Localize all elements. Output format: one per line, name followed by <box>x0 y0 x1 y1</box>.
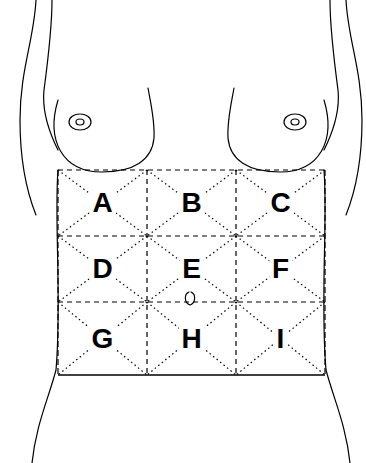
region-letter: D <box>89 254 115 284</box>
region-letter: H <box>178 324 204 354</box>
diagonal-line <box>147 302 236 375</box>
diagonal-line <box>58 170 147 236</box>
grid-line <box>58 301 325 302</box>
region-letter: E <box>179 254 204 284</box>
left-torso-outline <box>32 170 58 463</box>
region-letter: C <box>267 188 293 218</box>
diagonal-line <box>147 302 236 375</box>
diagonal-line <box>236 170 325 236</box>
region-letter: A <box>89 188 115 218</box>
diagonal-line <box>236 236 325 302</box>
grid-line <box>57 170 58 375</box>
left-shoulder-outline <box>44 0 58 150</box>
diagonal-line <box>58 302 147 375</box>
grid-line <box>235 170 236 375</box>
grid-line <box>58 235 325 236</box>
diagonal-line <box>58 170 147 236</box>
right-areola <box>284 114 306 130</box>
grid-line <box>58 374 325 376</box>
diagonal-line <box>236 302 325 375</box>
diagonal-line <box>58 236 147 302</box>
diagonal-line <box>147 170 236 236</box>
diagonal-line <box>147 170 236 236</box>
right-nipple <box>291 119 299 125</box>
diagonal-line <box>147 236 236 302</box>
region-grid <box>58 170 325 375</box>
region-letter: F <box>269 254 292 284</box>
navel <box>185 292 194 305</box>
right-arm-outline <box>346 0 362 215</box>
grid-line <box>58 169 325 170</box>
left-arm-outline <box>20 0 36 215</box>
diagonal-line <box>147 236 236 302</box>
region-letter: G <box>89 324 117 354</box>
right-torso-outline <box>324 170 350 463</box>
diagonal-line <box>58 236 147 302</box>
left-nipple <box>76 119 84 125</box>
diagonal-line <box>236 236 325 302</box>
diagonal-line <box>236 302 325 375</box>
right-breast-outline <box>228 88 328 172</box>
left-areola <box>69 114 91 130</box>
diagonal-line <box>236 170 325 236</box>
right-shoulder-outline <box>324 0 338 150</box>
region-letter: I <box>274 324 288 354</box>
diagonal-line <box>58 302 147 375</box>
region-letter: B <box>178 188 204 218</box>
left-breast-outline <box>54 88 154 172</box>
grid-line <box>146 170 147 375</box>
grid-line <box>324 170 325 375</box>
